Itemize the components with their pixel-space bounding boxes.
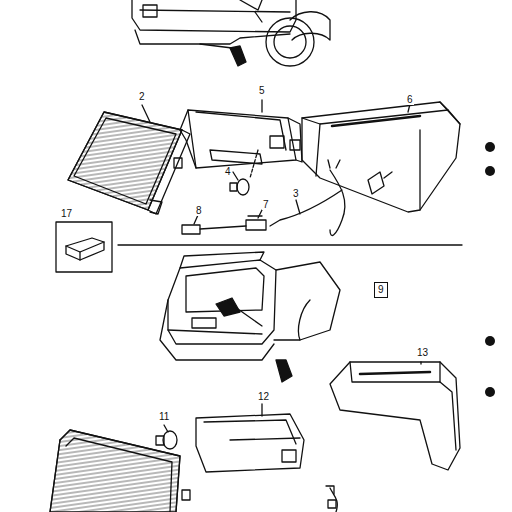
callout-number: 12 [257, 392, 270, 402]
wire-bottom [326, 486, 337, 512]
callout-number: 11 [158, 412, 170, 422]
callout-number: 13 [416, 348, 429, 358]
detail-box-17 [56, 222, 112, 272]
margin-dots [485, 142, 495, 397]
callout-number: 5 [258, 86, 266, 96]
callout-number: 4 [224, 167, 232, 177]
cover-6 [302, 102, 460, 212]
wagon-rear [160, 252, 340, 382]
separator-line [118, 244, 462, 245]
lens-2 [68, 105, 190, 214]
callout-number: 8 [195, 206, 203, 216]
boxed-callout: 9 [374, 282, 388, 298]
housing-12 [196, 404, 304, 472]
lens-bottom [50, 430, 190, 512]
housing-5 [180, 100, 302, 178]
callout-number: 2 [138, 92, 146, 102]
sedan-rear [132, 0, 330, 66]
callout-number: 17 [60, 209, 73, 219]
cover-13 [330, 362, 460, 470]
callout-number: 6 [406, 95, 414, 105]
callout-number: 7 [262, 200, 270, 210]
callout-number: 9 [378, 284, 384, 295]
callout-number: 3 [292, 189, 300, 199]
wire-harness [182, 160, 345, 235]
bulb-11 [156, 425, 177, 449]
bulb-4 [230, 172, 249, 195]
